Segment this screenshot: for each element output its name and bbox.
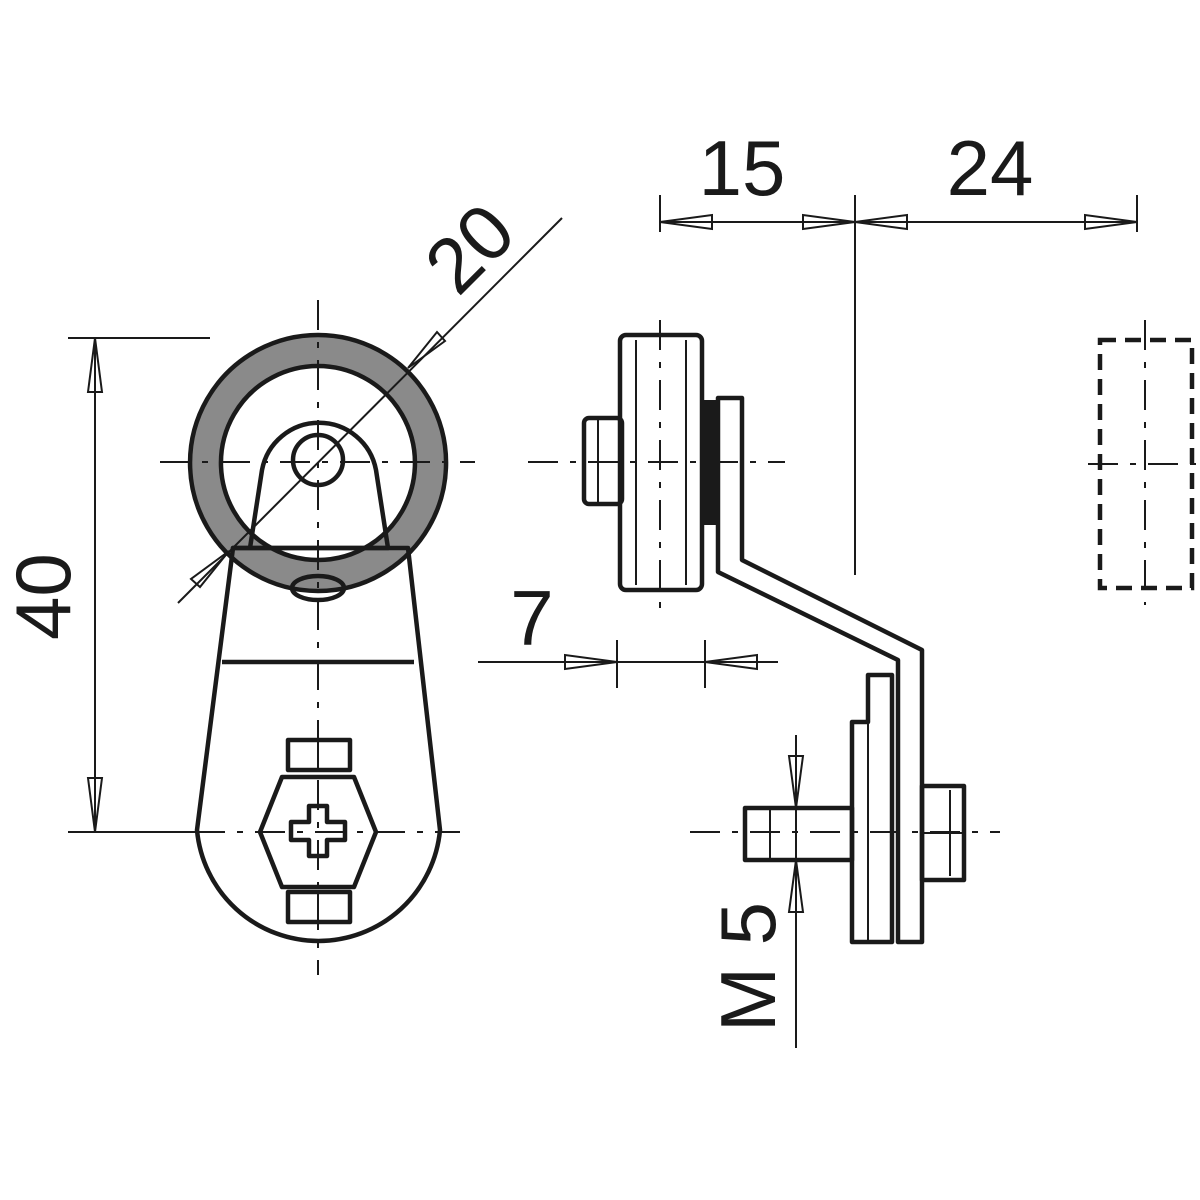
dimension-m5: M 5 [704, 735, 805, 1048]
axle-pin [742, 805, 855, 863]
dimension-label-40: 40 [0, 553, 87, 640]
cross-recess-icon [288, 803, 348, 859]
dimension-label-m5: M 5 [704, 902, 792, 1032]
dimension-label-15: 15 [699, 124, 786, 212]
dimension-40: 40 [0, 337, 210, 833]
lever-arm [230, 420, 391, 551]
dimension-7: 7 [478, 574, 778, 688]
side-view [528, 320, 1000, 945]
dimension-label-24: 24 [947, 124, 1034, 212]
lever-body [194, 545, 443, 944]
dimension-label-20: 20 [408, 186, 532, 310]
clamp-plate [849, 672, 895, 945]
dimension-label-7: 7 [510, 574, 553, 662]
roller-hub-left [581, 415, 625, 507]
front-view [160, 300, 475, 975]
dimension-15-24: 15 24 [659, 124, 1138, 575]
lever-side [715, 395, 925, 945]
dashed-outline-view [1088, 320, 1200, 605]
